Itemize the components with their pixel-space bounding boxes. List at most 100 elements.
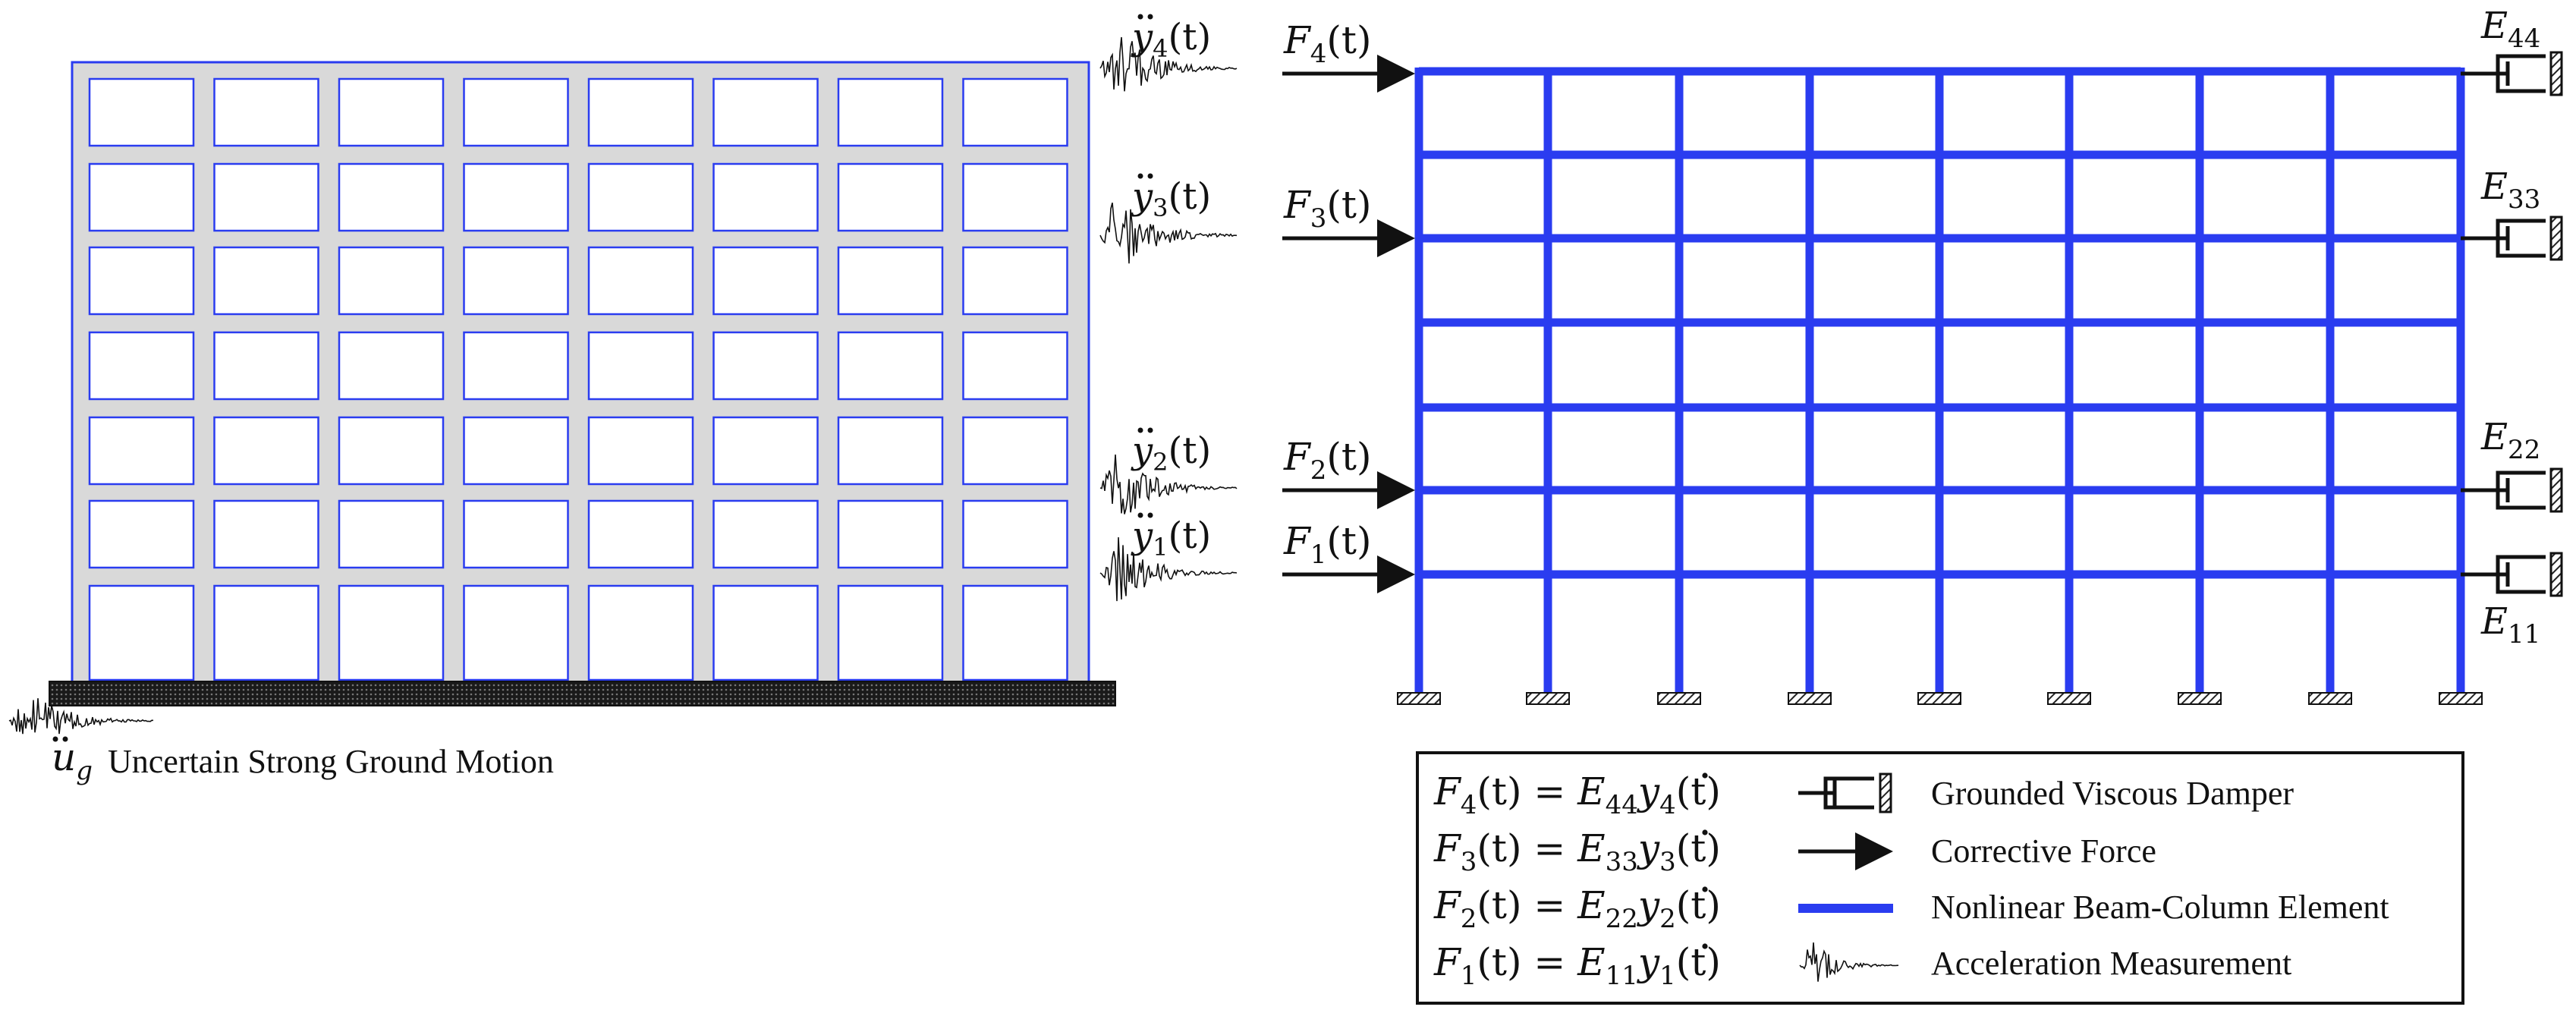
building-window xyxy=(712,499,819,569)
accelerometer-trace-2 xyxy=(1099,455,1238,514)
building-window xyxy=(88,584,195,681)
accelerometer-trace-4 xyxy=(1099,36,1238,92)
force-label-3: F3(t) xyxy=(1283,183,1371,234)
fixed-support xyxy=(1526,692,1570,705)
legend-damper-symbol xyxy=(1798,772,1892,813)
ground-foundation xyxy=(49,681,1116,706)
accel-label-3: y3(t) xyxy=(1131,175,1211,222)
legend-label-acceleration: Acceleration Measurement xyxy=(1931,945,2291,982)
accelerometer-trace-1 xyxy=(1099,536,1238,602)
damper-label-33: E33 xyxy=(2480,165,2540,215)
damper-ground xyxy=(2549,216,2563,261)
building-window xyxy=(962,246,1068,316)
force-label-2: F2(t) xyxy=(1283,435,1371,486)
building-window xyxy=(587,416,694,486)
building xyxy=(49,61,1116,706)
building-window xyxy=(587,77,694,147)
building-windows xyxy=(88,77,1068,681)
damper-labels: E44 E33 E22 E11 xyxy=(2480,5,2540,650)
building-window xyxy=(712,162,819,232)
damper-cylinder xyxy=(2496,470,2546,510)
viscous-damper xyxy=(2461,51,2563,96)
building-window xyxy=(587,246,694,316)
damper-label-11: E11 xyxy=(2480,600,2540,650)
building-window xyxy=(338,162,445,232)
damper-ground xyxy=(2549,467,2563,513)
damper-label-44: E44 xyxy=(2480,5,2540,54)
legend-equations: F4(t) = E44y4(t) F3(t) = E33y3(t) F2(t) … xyxy=(1433,769,1721,991)
damper-label-22: E22 xyxy=(2480,416,2540,465)
legend-label-beam-column: Nonlinear Beam-Column Element xyxy=(1931,889,2389,926)
building-window xyxy=(837,416,944,486)
building-window xyxy=(88,77,195,147)
building-window xyxy=(213,331,319,401)
ground-motion-trace xyxy=(8,698,153,735)
building-window xyxy=(463,162,569,232)
building-window xyxy=(837,162,944,232)
legend-equation-4: F4(t) = E44y4(t) xyxy=(1433,769,1721,820)
building-window xyxy=(962,77,1068,147)
building-window xyxy=(213,499,319,569)
building-window xyxy=(213,246,319,316)
building-window xyxy=(463,584,569,681)
fixed-support xyxy=(2178,692,2222,705)
ground-motion-label: ug Uncertain Strong Ground Motion xyxy=(52,735,554,786)
fixed-support xyxy=(1657,692,1701,705)
building-window xyxy=(962,584,1068,681)
accel-label-4: y4(t) xyxy=(1131,16,1211,63)
fixed-support xyxy=(1788,692,1832,705)
building-window xyxy=(712,416,819,486)
building-window xyxy=(587,499,694,569)
force-labels: F4(t) F3(t) F2(t) F1(t) xyxy=(1283,18,1371,570)
legend-equation-1: F1(t) = E11y1(t) xyxy=(1433,940,1721,991)
building-window xyxy=(338,77,445,147)
damper-cylinder xyxy=(2496,54,2546,93)
building-window xyxy=(463,416,569,486)
accelerometer-trace-3 xyxy=(1099,202,1238,264)
building-window xyxy=(962,162,1068,232)
building-window xyxy=(213,584,319,681)
fixed-support xyxy=(2047,692,2091,705)
fixed-support xyxy=(2439,692,2483,705)
legend-equation-2: F2(t) = E22y2(t) xyxy=(1433,883,1721,934)
legend-label-force: Corrective Force xyxy=(1931,832,2156,870)
building-window xyxy=(837,246,944,316)
legend-box xyxy=(1416,751,2464,1005)
building-window xyxy=(837,499,944,569)
building-window xyxy=(88,331,195,401)
ground-motion-text: Uncertain Strong Ground Motion xyxy=(108,743,554,780)
force-label-4: F4(t) xyxy=(1283,18,1371,69)
legend-acceleration-trace xyxy=(1799,942,1899,982)
damper-ground xyxy=(2549,51,2563,96)
building-window xyxy=(837,584,944,681)
building-window xyxy=(962,499,1068,569)
building-window xyxy=(88,162,195,232)
legend: F4(t) = E44y4(t) F3(t) = E33y3(t) F2(t) … xyxy=(1416,751,2464,1005)
fixed-support xyxy=(1397,692,1441,705)
accel-label-1: y1(t) xyxy=(1131,514,1211,562)
building-sensors xyxy=(8,36,1238,735)
building-window xyxy=(587,162,694,232)
legend-equation-3: F3(t) = E33y3(t) xyxy=(1433,826,1721,877)
accel-label-2: y2(t) xyxy=(1131,429,1211,477)
building-window xyxy=(837,77,944,147)
building-window xyxy=(712,77,819,147)
building-window xyxy=(88,246,195,316)
viscous-damper xyxy=(2461,216,2563,261)
building-window xyxy=(213,416,319,486)
building-window xyxy=(587,331,694,401)
frame xyxy=(1397,67,2483,705)
building-window xyxy=(338,499,445,569)
dampers xyxy=(2461,51,2563,597)
building-window xyxy=(712,246,819,316)
building-window xyxy=(463,77,569,147)
building-window xyxy=(213,162,319,232)
fixed-support xyxy=(2308,692,2352,705)
building-window xyxy=(463,499,569,569)
force-arrows xyxy=(1282,55,1415,593)
damper-cylinder xyxy=(2496,555,2546,594)
building-window xyxy=(712,331,819,401)
building-window xyxy=(338,331,445,401)
building-window xyxy=(587,584,694,681)
